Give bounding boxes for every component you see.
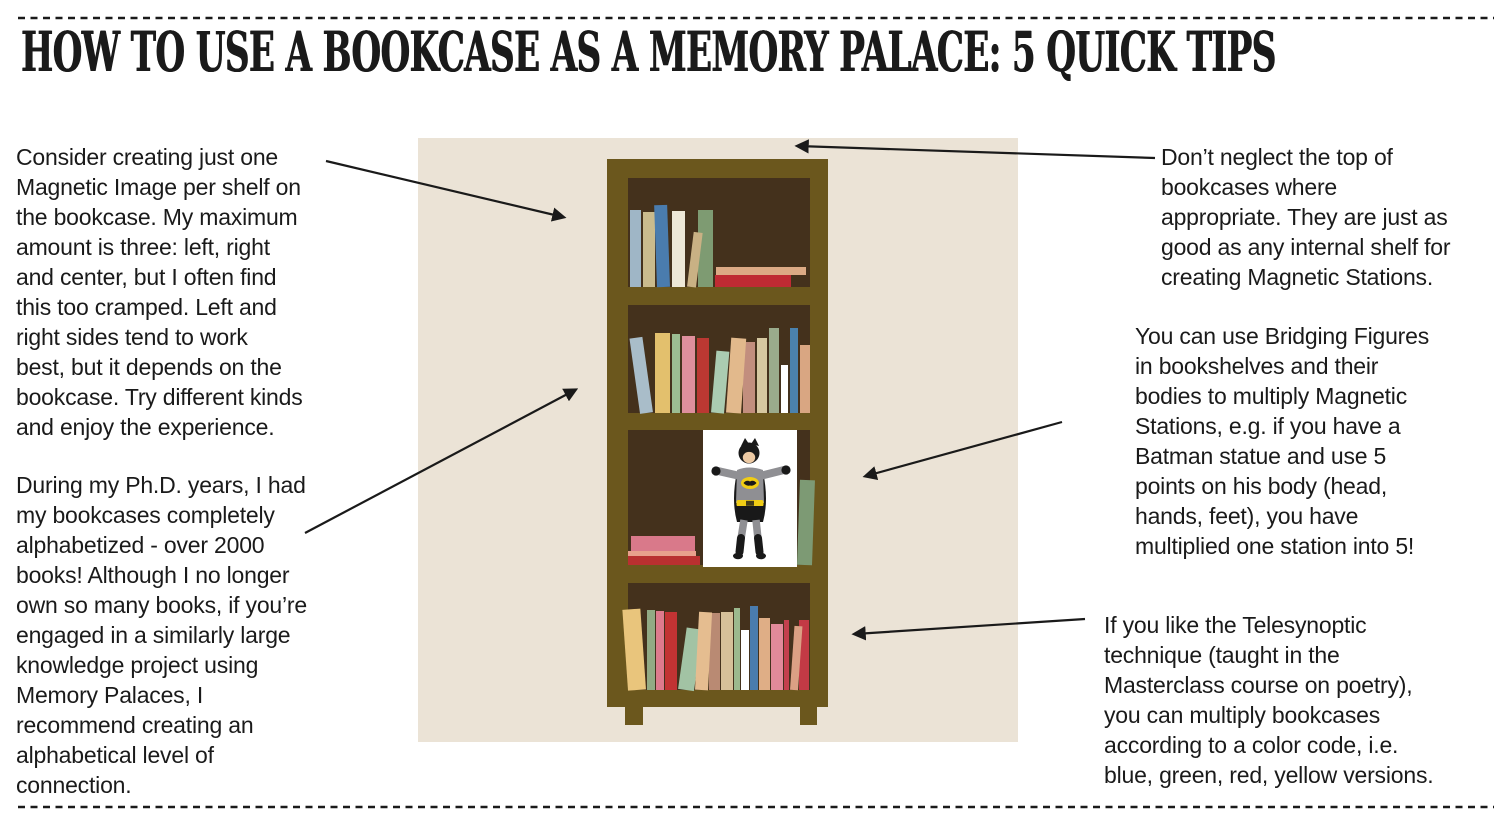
book-spine: [630, 210, 641, 287]
shelf-2-books: [628, 328, 810, 414]
book-spine: [622, 608, 646, 691]
book-stack: [715, 267, 806, 287]
page-title: HOW TO USE A BOOKCASE AS A MEMORY PALACE…: [21, 19, 1276, 84]
shelf-1-books: [628, 204, 810, 288]
book-spine: [784, 620, 789, 690]
book-spine: [750, 606, 758, 690]
book-spine: [672, 211, 685, 287]
book-spine: [800, 345, 810, 413]
bookcase-shelf-4: [622, 583, 810, 692]
book-spine: [797, 479, 815, 566]
book-spine: [629, 336, 653, 414]
book-spine: [771, 624, 783, 690]
book-spine: [757, 338, 767, 413]
book-spine: [672, 334, 680, 413]
book-spine: [654, 204, 670, 288]
book-spine: [781, 365, 788, 413]
tip-text-right-bottom: If you like the Telesynoptic technique (…: [1104, 612, 1434, 788]
batman-figure: [711, 438, 791, 560]
book-spine: [698, 210, 713, 287]
book-spine: [769, 328, 779, 413]
bookcase-right-leg: [800, 707, 817, 725]
bookcase-shelf-1: [628, 178, 810, 288]
bookcase-shelf-2: [628, 305, 810, 414]
book-spine: [665, 612, 677, 690]
shelf-3-books: [628, 479, 815, 566]
book-spine: [655, 333, 670, 413]
book-horizontal: [628, 551, 696, 556]
book-spine: [647, 610, 655, 690]
book-spine: [759, 618, 770, 690]
tip-text-right-top: Don’t neglect the top of bookcases where…: [1161, 144, 1451, 290]
book-spine: [697, 338, 709, 413]
book-horizontal: [631, 536, 695, 551]
batman-photo: [703, 430, 797, 567]
tip-text-right-middle: You can use Bridging Figures in bookshel…: [1135, 323, 1430, 559]
book-spine: [743, 342, 755, 413]
book-spine: [709, 613, 720, 690]
book-spine: [682, 336, 695, 413]
book-spine: [721, 612, 733, 690]
book-spine: [656, 611, 664, 690]
bookcase-left-leg: [625, 707, 643, 725]
book-stack: [628, 536, 700, 565]
book-horizontal: [716, 267, 806, 275]
book-spine: [741, 630, 749, 690]
tip-text-left-top: Consider creating just one Magnetic Imag…: [16, 144, 303, 440]
book-spine: [799, 620, 809, 690]
shelf-4-books: [622, 606, 810, 692]
tip-text-left-bottom: During my Ph.D. years, I had my bookcase…: [16, 472, 307, 798]
book-horizontal: [628, 556, 700, 565]
book-spine: [790, 328, 798, 413]
book-horizontal: [715, 275, 791, 287]
illustration-panel: [418, 138, 1018, 742]
bookcase-illustration: [607, 159, 828, 725]
book-spine: [734, 608, 740, 690]
book-spine: [643, 212, 655, 287]
